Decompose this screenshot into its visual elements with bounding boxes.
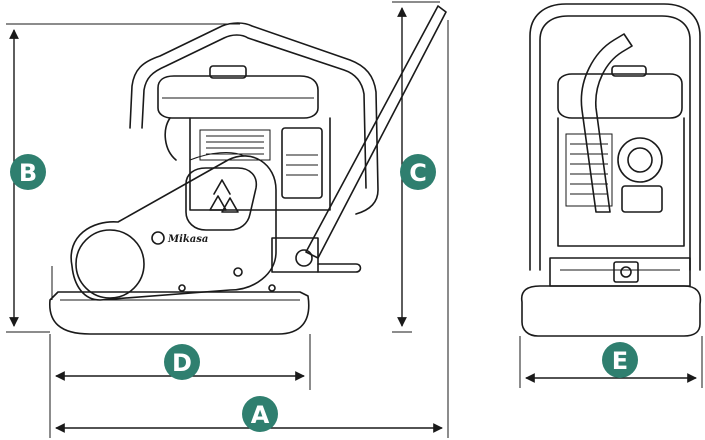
fuel-cap bbox=[209, 65, 247, 79]
dimension-lines bbox=[6, 1, 703, 438]
badge-e: E bbox=[602, 342, 638, 378]
badge-c: C bbox=[400, 154, 436, 190]
side-view: Mikasa bbox=[49, 5, 447, 335]
front-base-plate bbox=[520, 285, 702, 337]
badge-b: B bbox=[10, 154, 46, 190]
svg-text:E: E bbox=[612, 347, 628, 375]
engine-block bbox=[189, 117, 331, 211]
brand-emblem bbox=[185, 167, 258, 231]
belt-cover bbox=[70, 155, 277, 301]
svg-text:C: C bbox=[409, 159, 427, 187]
handle bbox=[305, 5, 447, 259]
svg-text:D: D bbox=[172, 349, 192, 377]
front-handle bbox=[580, 33, 633, 213]
pulley bbox=[75, 229, 145, 299]
badge-d: D bbox=[164, 344, 200, 380]
base-plate bbox=[49, 291, 310, 335]
fuel-tank bbox=[157, 75, 319, 119]
svg-text:B: B bbox=[19, 159, 37, 187]
front-view bbox=[520, 3, 702, 337]
front-roll-cage bbox=[529, 3, 701, 271]
brand-logo-text: Mikasa bbox=[167, 234, 208, 245]
badge-a: A bbox=[242, 396, 278, 432]
roll-cage bbox=[129, 22, 379, 215]
svg-text:A: A bbox=[251, 401, 270, 429]
